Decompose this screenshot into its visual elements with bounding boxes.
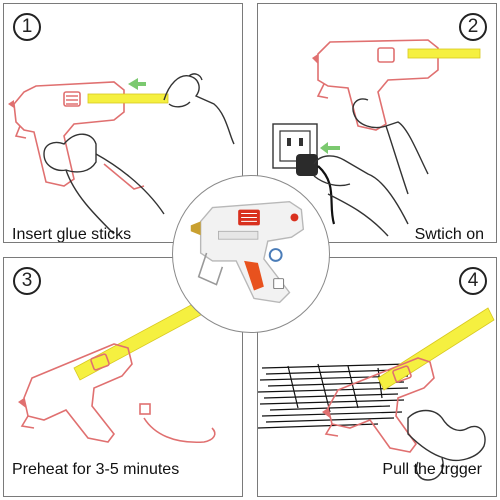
glue-stick [377,307,495,391]
glue-gun-insert-illustration [8,73,235,235]
arrow-left-icon [128,78,146,90]
step-caption: Swtich on [414,226,484,243]
glue-gun-icon [324,357,435,453]
step-caption: Preheat for 3-5 minutes [12,461,180,478]
glue-gun-icon [20,343,216,444]
step-caption: Insert glue sticks [12,226,132,243]
step-1-panel: 1 Insert glue sticks [3,3,243,243]
switch-on-illustration [272,39,481,237]
step-number-badge: 2 [459,13,487,41]
hand-icon [407,409,486,481]
step-2-panel: 2 Swtich on [257,3,497,243]
pull-trigger-illustration [258,307,495,481]
glue-gun-icon [190,200,305,304]
step-number-badge: 3 [13,267,41,295]
hand-icon [313,155,409,237]
hand-icon [163,73,235,145]
power-plug-icon [296,154,336,225]
product-glue-gun-circle [172,175,330,333]
glue-stick [87,93,169,104]
preheat-illustration [18,297,216,444]
arrow-left-icon [320,142,340,154]
step-number-badge: 4 [459,267,487,295]
step-number-badge: 1 [13,13,41,41]
step-3-panel: 3 Preheat for 3-5 minutes [3,257,243,497]
step-caption: Pull the trgger [382,461,482,478]
glue-stick [407,48,481,59]
